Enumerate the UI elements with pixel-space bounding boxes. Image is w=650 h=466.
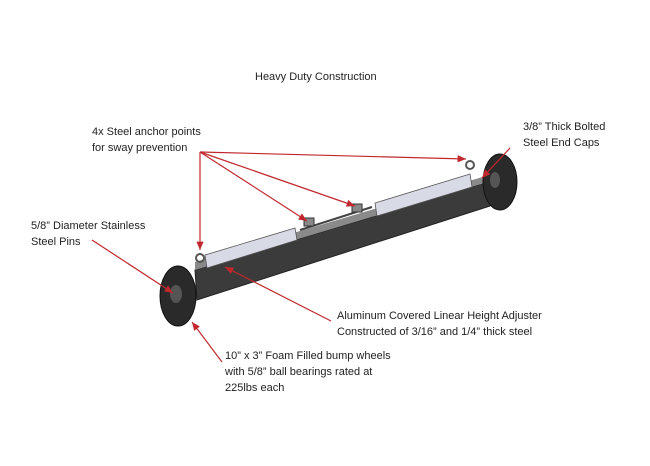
adjuster-label: Aluminum Covered Linear Height Adjuster … [337,308,542,340]
anchor-point [465,160,475,170]
wheels-label: 10” x 3” Foam Filled bump wheels with 5/… [225,348,391,396]
right-wheel [482,153,518,211]
anchor-bracket [351,203,363,213]
pins-label: 5/8” Diameter Stainless Steel Pins [31,218,145,250]
end-caps-label: 3/8” Thick Bolted Steel End Caps [523,119,605,151]
diagram-title: Heavy Duty Construction [255,71,377,83]
label-line: 3/8” Thick Bolted [523,121,606,133]
label-line: 10” x 3” Foam Filled bump wheels [225,350,391,362]
arrow [191,321,223,363]
label-line: 5/8” Diameter Stainless [31,220,146,232]
aluminum-cover-left [204,227,298,269]
anchor-point [195,253,205,263]
anchor-points-label: 4x Steel anchor points for sway preventi… [92,124,201,156]
label-line: Aluminum Covered Linear Height Adjuster [337,310,542,322]
arrow [199,151,356,207]
arrow [481,147,511,179]
right-wheel-hub [490,172,500,188]
aluminum-cover-right [374,173,473,217]
label-line: with 5/8” ball bearings rated at [225,366,373,378]
anchor-bracket [303,217,315,227]
label-line: Constructed of 3/16” and 1/4” thick stee… [337,326,533,338]
label-line: 4x Steel anchor points [92,126,201,138]
arrow [199,151,467,163]
label-line: 225lbs each [225,382,285,394]
arrow [91,239,174,294]
label-line: Steel Pins [31,236,81,248]
arrow [199,151,308,222]
label-line: for sway prevention [92,142,188,154]
steel-beam [194,181,491,301]
left-wheel-hub [170,285,182,303]
label-line: Steel End Caps [523,137,600,149]
beam-assembly [159,153,518,327]
callout-arrows [91,147,511,363]
arrow [224,266,332,322]
